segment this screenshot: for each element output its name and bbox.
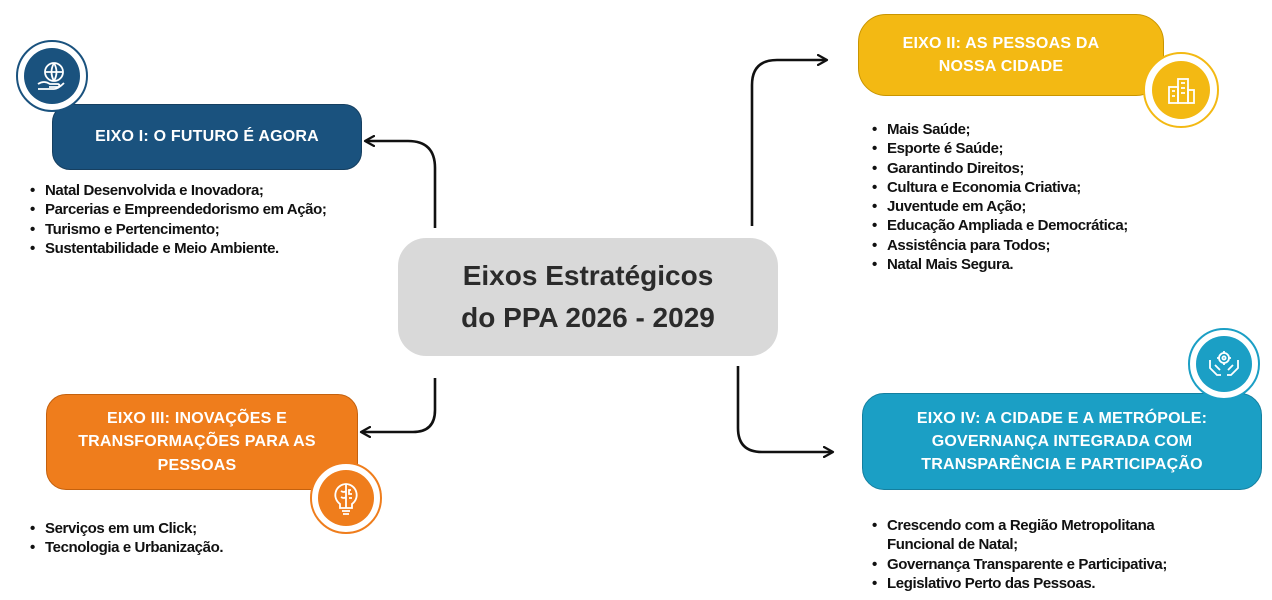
list-item: Governança Transparente e Participativa;: [870, 555, 1167, 575]
city-buildings-icon: [1143, 52, 1219, 128]
center-title-line2: do PPA 2026 - 2029: [461, 302, 715, 333]
list-item: Juventude em Ação;: [870, 197, 1128, 217]
eixo4-list: Crescendo com a Região Metropolitana Fun…: [870, 516, 1167, 593]
eixo3-title-line2: TRANSFORMAÇÕES PARA AS: [78, 433, 316, 451]
eixo4-title-line2: GOVERNANÇA INTEGRADA COM: [931, 432, 1193, 450]
list-item: Natal Desenvolvida e Inovadora;: [28, 181, 326, 201]
arrow-to-eixo1: [366, 141, 437, 228]
eixo1-title-box: EIXO I: O FUTURO É AGORA: [52, 104, 362, 170]
arrow-to-eixo3: [362, 378, 437, 432]
eixo3-title-line3: PESSOAS: [157, 456, 237, 474]
center-title-box: Eixos Estratégicos do PPA 2026 - 2029: [398, 238, 778, 356]
list-item: Esporte é Saúde;: [870, 139, 1128, 159]
list-item: Parcerias e Empreendedorismo em Ação;: [28, 200, 327, 220]
eixo3-title-box: EIXO III: INOVAÇÕES E TRANSFORMAÇÕES PAR…: [46, 394, 358, 490]
eixo1-list: Natal Desenvolvida e Inovadora; Parceria…: [28, 181, 327, 259]
list-item: Garantindo Direitos;: [870, 159, 1128, 179]
list-item-continuation: Funcional de Natal;: [887, 536, 1018, 554]
list-item: Educação Ampliada e Democrática;: [870, 216, 1128, 236]
list-item: Turismo e Pertencimento;: [28, 220, 326, 240]
hands-gear-icon: [1188, 328, 1260, 400]
eixo2-title-box: EIXO II: AS PESSOAS DA NOSSA CIDADE: [858, 14, 1164, 96]
list-item: Natal Mais Segura.: [870, 255, 1128, 275]
list-item: Assistência para Todos;: [870, 236, 1128, 256]
list-item: Cultura e Economia Criativa;: [870, 178, 1128, 198]
arrow-to-eixo2: [750, 60, 826, 226]
list-item: Serviços em um Click;: [28, 519, 223, 539]
eixo4-title-line1: EIXO IV: A CIDADE E A METRÓPOLE:: [916, 409, 1208, 427]
eixo1-title: EIXO I: O FUTURO É AGORA: [95, 128, 319, 146]
list-item: Legislativo Perto das Pessoas.: [870, 574, 1167, 594]
eixo2-title-line2: NOSSA CIDADE: [938, 58, 1064, 75]
list-item: Crescendo com a Região Metropolitana: [870, 516, 1167, 536]
globe-hand-icon: [16, 40, 88, 112]
eixo2-list: Mais Saúde; Esporte é Saúde; Garantindo …: [870, 120, 1128, 275]
arrow-to-eixo4: [736, 366, 832, 452]
list-item: Mais Saúde;: [870, 120, 1128, 140]
eixo2-title-line1: EIXO II: AS PESSOAS DA: [902, 34, 1100, 52]
eixo4-title-line3: TRANSPARÊNCIA E PARTICIPAÇÃO: [921, 456, 1203, 474]
eixo3-title-line1: EIXO III: INOVAÇÕES E: [107, 410, 287, 428]
list-item: Sustentabilidade e Meio Ambiente.: [28, 239, 326, 259]
eixo4-title-box: EIXO IV: A CIDADE E A METRÓPOLE: GOVERNA…: [862, 393, 1262, 490]
center-title-line1: Eixos Estratégicos: [462, 260, 714, 291]
eixo3-list: Serviços em um Click; Tecnologia e Urban…: [28, 519, 224, 558]
list-item: Tecnologia e Urbanização.: [28, 538, 224, 558]
brain-lightbulb-icon: [310, 462, 382, 534]
